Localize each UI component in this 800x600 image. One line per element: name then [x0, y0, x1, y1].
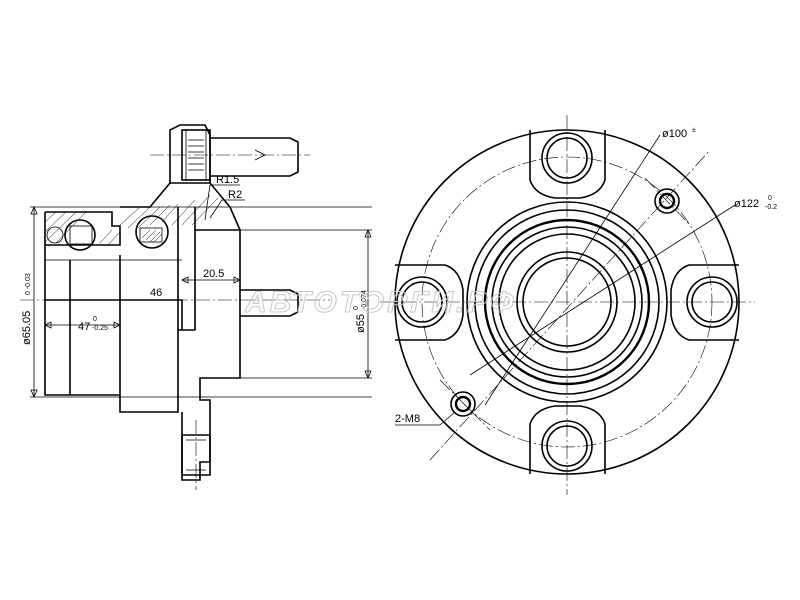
- dim-radius-r2: R2: [228, 189, 242, 201]
- outer-ring-outline: [44, 212, 241, 481]
- dim-width-47-tol-upper: 0: [93, 316, 97, 323]
- dim-pilot-diameter-tol-upper: 0: [353, 306, 360, 310]
- dim-flange-diameter: ø122: [734, 198, 759, 210]
- dim-bolt-circle-tol: ±: [692, 127, 696, 134]
- dim-radius-r1-5: R1.5: [216, 174, 239, 186]
- section-hatching: [44, 194, 219, 246]
- dim-width-46: 46: [150, 287, 162, 299]
- bearing-balls: [46, 215, 169, 251]
- wheel-stud-top: [150, 129, 310, 181]
- side-section-view: R1.5 R2 20.5 46 47 0 -0.25 ø65.05 0 -0.0…: [20, 124, 372, 490]
- dim-flange-diameter-tol-lower: -0.2: [765, 204, 777, 211]
- dim-thread-2-m8: 2-M8: [395, 413, 420, 425]
- front-view: ø100 ± ø122 0 -0.2 2-M8: [380, 115, 777, 495]
- dim-width-47-tol-lower: -0.25: [92, 325, 108, 332]
- dim-outer-diameter: ø65.05: [21, 311, 33, 345]
- dim-width-47: 47: [78, 321, 90, 333]
- dim-outer-diameter-tol: 0 -0.03: [25, 273, 32, 295]
- wheel-stud-bottom: [181, 289, 299, 490]
- dim-pilot-diameter-tol-lower: -0.074: [361, 290, 368, 310]
- dim-bolt-circle: ø100: [662, 128, 687, 140]
- dim-width-20-5: 20.5: [203, 268, 224, 280]
- dim-flange-diameter-tol-upper: 0: [768, 195, 772, 202]
- watermark: АВТОТОРГИ.РФ: [244, 286, 517, 319]
- dim-pilot-diameter: ø55: [355, 314, 367, 333]
- m8-threaded-holes: [450, 188, 680, 417]
